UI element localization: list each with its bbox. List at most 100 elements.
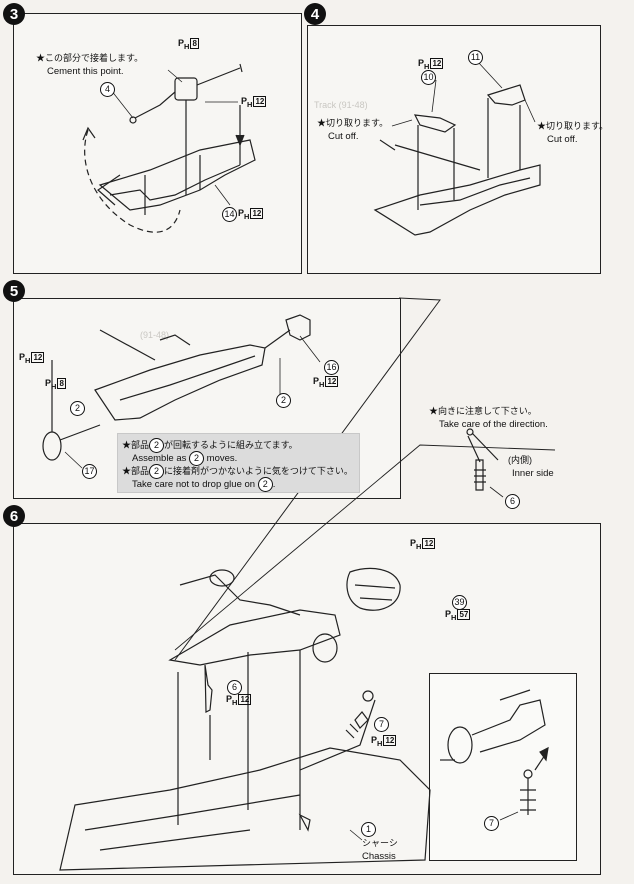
step3-subframe-drawing (82, 63, 256, 233)
note-text: . (272, 479, 276, 490)
step6-inset-drawing (440, 689, 549, 821)
paint-code-prefix: P (371, 735, 378, 745)
step3-part-callout: 14 (222, 207, 237, 222)
step-3-number: 3 (3, 3, 25, 25)
note-text: moves. (206, 453, 238, 464)
step5-note-line-2: Assemble as 2 moves. (132, 451, 237, 466)
step4-subframe-drawing (373, 61, 541, 236)
step-6-number: 6 (3, 505, 25, 527)
paint-code-prefix: P (178, 38, 185, 48)
paint-code-prefix: P (238, 208, 245, 218)
step4-cut-note-2-en: Cut off. (547, 134, 578, 145)
paint-code-number: 12 (325, 376, 339, 387)
note-part-ref: 2 (149, 464, 165, 479)
paint-code-number: 57 (457, 609, 471, 620)
note-part-ref: 2 (257, 477, 273, 492)
step3-cement-note-jp: ★この部分で接着します。 (36, 53, 144, 63)
paint-code-sub: H (416, 541, 422, 551)
step3-part-callout: 4 (100, 82, 115, 97)
paint-code-prefix: P (45, 378, 52, 388)
note-part-ref: 2 (149, 438, 165, 453)
step6-inner-side-jp: (内側) (508, 455, 532, 465)
note-text: が回転するように組み立てます。 (164, 440, 298, 450)
paint-code-sub: H (232, 697, 238, 707)
step6-inner-side-en: Inner side (512, 468, 554, 479)
step5-subframe-drawing (42, 314, 321, 469)
step-4-number: 4 (304, 3, 326, 25)
step5-note-line-4: Take care not to drop glue on 2. (132, 477, 275, 492)
step6-chassis-en: Chassis (362, 851, 396, 862)
step4-cut-note-2-jp: ★切り取ります。 (537, 121, 609, 131)
note-text: Take care not to drop glue on (132, 479, 256, 490)
step5-part-callout: 2 (276, 393, 291, 408)
note-text: ★部品 (122, 466, 150, 476)
note-text: ★部品 (122, 440, 150, 450)
step4-cut-note-en: Cut off. (328, 131, 359, 142)
paint-code-sub: H (377, 738, 383, 748)
step6-part-callout: 1 (361, 822, 376, 837)
paint-code-sub: H (51, 381, 57, 391)
step6-part-callout: 6 (227, 680, 242, 695)
step6-chassis-drawing (59, 567, 431, 871)
paint-code-prefix: P (445, 609, 452, 619)
paint-code-prefix: P (410, 538, 417, 548)
paint-code-number: 12 (31, 352, 45, 363)
paint-code-prefix: P (226, 694, 233, 704)
paint-code-sub: H (424, 61, 430, 71)
paint-code-sub: H (247, 99, 253, 109)
paint-code-sub: H (244, 211, 250, 221)
paint-code-prefix: P (241, 96, 248, 106)
note-text: Assemble as (132, 453, 187, 464)
step4-cut-note-jp: ★切り取ります。 (317, 118, 389, 128)
paint-code-sub: H (184, 41, 190, 51)
step5-part-callout: 16 (324, 360, 339, 375)
step-6-inset-panel (429, 673, 577, 861)
step-5-number: 5 (3, 280, 25, 302)
step6-direction-note-en: Take care of the direction. (439, 419, 548, 430)
step4-part-callout: 11 (468, 50, 483, 65)
step4-part-callout: 10 (421, 70, 436, 85)
paint-code-number: 12 (238, 694, 252, 705)
note-part-ref: 2 (189, 451, 205, 466)
step6-direction-note-jp: ★向きに注意して下さい。 (429, 406, 537, 416)
paint-code-sub: H (25, 355, 31, 365)
step6-inset-part-callout: 7 (484, 816, 499, 831)
paint-code-number: 8 (57, 378, 66, 389)
paint-code-number: 12 (250, 208, 264, 219)
note-text: に接着剤がつかないように気をつけて下さい。 (164, 466, 353, 476)
paint-code-prefix: P (313, 376, 320, 386)
step6-part-callout: 7 (374, 717, 389, 732)
step3-cement-note-en: Cement this point. (47, 66, 124, 77)
step5-part-callout: 17 (82, 464, 97, 479)
step6-chassis-jp: シャーシ (362, 838, 398, 848)
background-ghost-text: (91-48) (140, 330, 170, 340)
paint-code-number: 12 (253, 96, 267, 107)
paint-code-number: 12 (430, 58, 444, 69)
paint-code-prefix: P (19, 352, 26, 362)
step6-part6-detail (466, 428, 504, 498)
paint-code-prefix: P (418, 58, 425, 68)
step6-part-callout: 6 (505, 494, 520, 509)
background-ghost-text: Track (91-48) (314, 100, 368, 110)
step6-part-callout: 39 (452, 595, 467, 610)
paint-code-number: 12 (383, 735, 397, 746)
paint-code-number: 8 (190, 38, 199, 49)
step5-part-callout: 2 (70, 401, 85, 416)
paint-code-number: 12 (422, 538, 436, 549)
step-3-panel (13, 13, 302, 274)
paint-code-sub: H (319, 379, 325, 389)
